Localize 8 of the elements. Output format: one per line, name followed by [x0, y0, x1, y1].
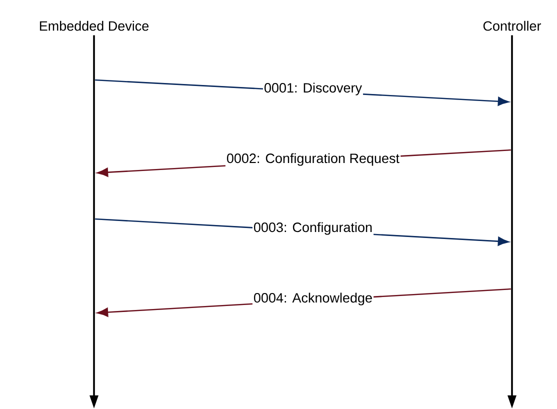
edge-label: 0004: Acknowledge — [254, 292, 372, 306]
edge-label: 0002: Configuration Request — [226, 153, 400, 166]
lifeline-label: Controller — [483, 20, 542, 31]
lifeline-arrow — [90, 35, 98, 408]
lifeline-arrow — [508, 35, 516, 408]
lifeline-label: Embedded Device — [40, 20, 149, 31]
edge-label: 0003: Configuration — [254, 222, 372, 235]
edge-label: 0001: Discovery — [264, 82, 362, 96]
